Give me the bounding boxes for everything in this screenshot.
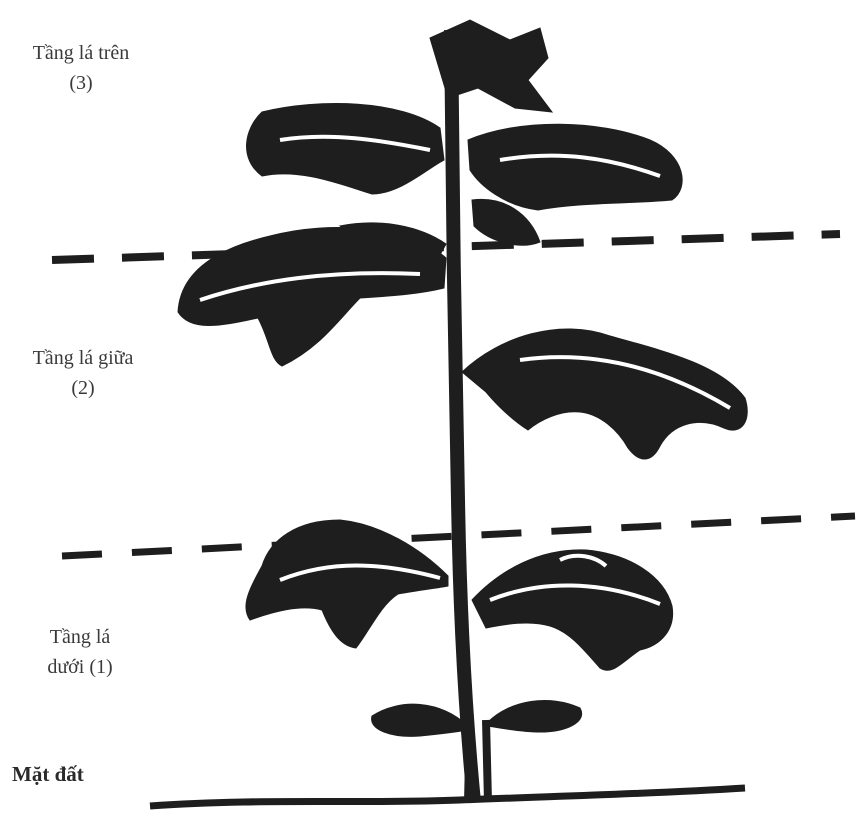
top-leaf [430,20,552,112]
lower-layer-title: Tầng lá [20,622,140,652]
bottom-leaf-left [372,704,468,736]
upper-layer-title: Tầng lá trên [6,38,156,68]
lower-layer-number: dưới (1) [20,652,140,682]
ground-line [150,788,745,806]
upper-leaf-right [468,124,682,210]
divider-upper-middle [52,234,840,260]
ground-label: Mặt đất [12,762,84,787]
bottom-leaf-right [488,700,582,732]
middle-layer-number: (2) [0,373,166,403]
upper-layer-number: (3) [6,68,156,98]
lower-layer-label: Tầng lá dưới (1) [20,622,140,682]
middle-layer-title: Tầng lá giữa [0,343,166,373]
upper-layer-label: Tầng lá trên (3) [6,38,156,98]
lower-leaf-right [472,550,673,670]
middle-layer-label: Tầng lá giữa (2) [0,343,166,403]
